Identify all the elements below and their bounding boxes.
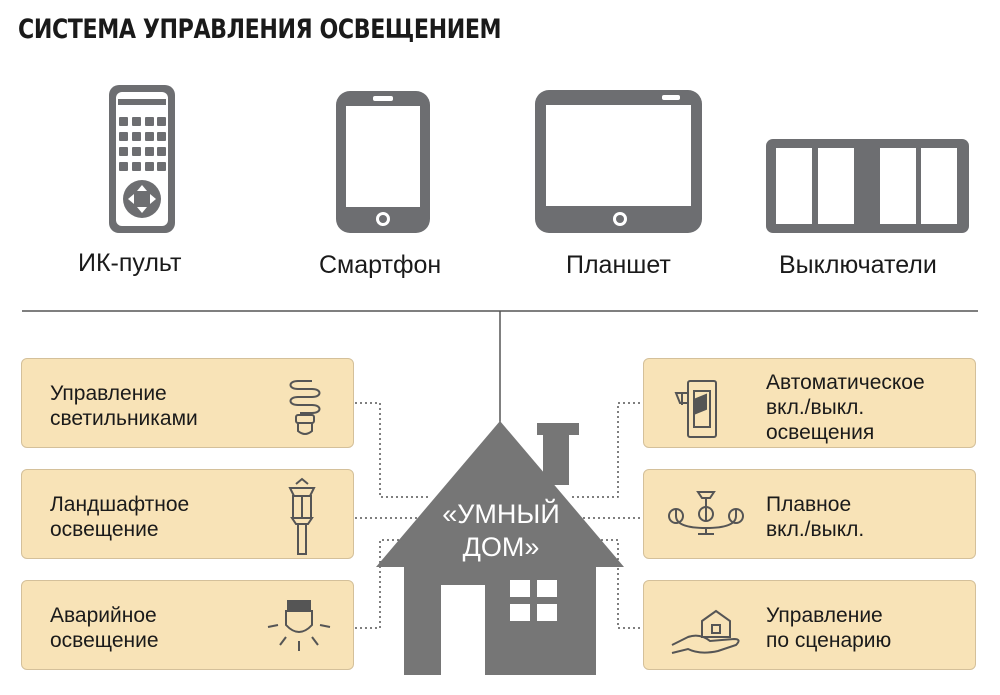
smooth-line2: вкл./выкл.	[766, 518, 865, 541]
chandelier-icon	[668, 491, 744, 535]
auto-line2: вкл./выкл.	[766, 396, 865, 419]
label-switches: Выключатели	[779, 251, 937, 279]
house-label-line1: «УМНЫЙ	[442, 499, 560, 529]
scenario-line1: Управление	[766, 604, 883, 627]
ir-remote-icon	[109, 85, 175, 233]
device-icons	[109, 85, 969, 233]
garden-lamp-icon	[288, 477, 316, 555]
emergency-line1: Аварийное	[50, 604, 157, 627]
label-smartphone: Смартфон	[319, 251, 442, 279]
label-tablet: Планшет	[566, 251, 671, 279]
smartphone-icon	[336, 91, 430, 233]
switches-icon	[766, 139, 969, 233]
function-box-auto: Автоматическое вкл./выкл. освещения	[643, 358, 976, 448]
emergency-line2: освещение	[50, 629, 159, 652]
function-box-scenario: Управление по сценарию	[643, 580, 976, 670]
emergency-light-icon	[267, 600, 331, 651]
function-box-landscape: Ландшафтное освещение	[21, 469, 354, 559]
auto-switch-icon	[674, 380, 717, 438]
tablet-icon	[535, 90, 702, 233]
landscape-line1: Ландшафтное	[50, 493, 190, 516]
auto-line1: Автоматическое	[766, 371, 925, 394]
landscape-line2: освещение	[50, 518, 159, 541]
smooth-line1: Плавное	[766, 493, 852, 516]
function-box-smooth: Плавное вкл./выкл.	[643, 469, 976, 559]
cfl-bulb-icon	[289, 380, 321, 435]
fixtures-line2: светильниками	[50, 407, 198, 430]
label-ir-remote: ИК-пульт	[78, 249, 182, 277]
hand-house-icon	[671, 609, 740, 654]
house-label-line2: ДОМ»	[462, 532, 540, 562]
house-label: «УМНЫЙ ДОМ»	[416, 498, 586, 564]
auto-line3: освещения	[766, 421, 875, 444]
function-box-emergency: Аварийное освещение	[21, 580, 354, 670]
function-box-fixtures: Управление светильниками	[21, 358, 354, 448]
scenario-line2: по сценарию	[766, 629, 892, 652]
fixtures-line1: Управление	[50, 382, 167, 405]
diagram-title: СИСТЕМА УПРАВЛЕНИЯ ОСВЕЩЕНИЕМ	[18, 14, 502, 45]
